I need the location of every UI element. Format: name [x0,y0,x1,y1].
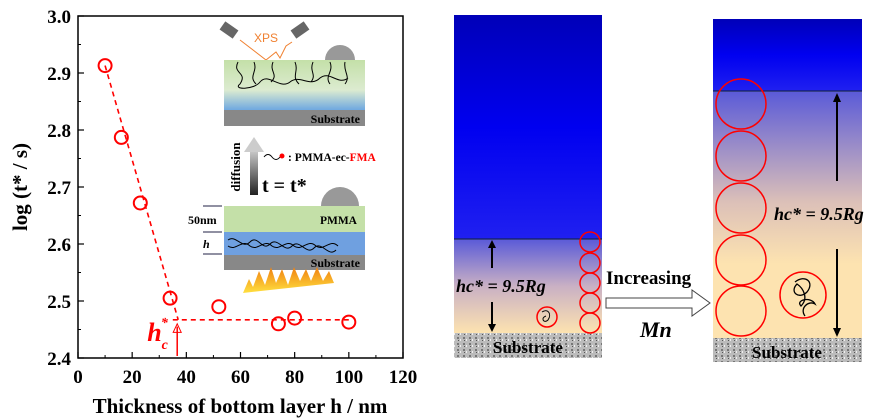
data-point [132,195,148,211]
diffusion-arrowhead [244,137,264,152]
substrate-label-right: Substrate [752,343,822,362]
substrate-label: Substrate [493,338,563,357]
bottom-substrate [224,255,365,270]
coil-icon-large [793,278,817,317]
chain-legend-icon [263,154,281,160]
x-axis-label: Thickness of bottom layer h / nm [93,394,388,418]
bottom-layer [224,232,365,255]
data-point [97,58,113,74]
flame-icon [243,267,334,293]
x-tick-label: 100 [335,367,364,388]
polymer-chains [236,61,349,89]
t-equals-label: t = t* [262,175,307,197]
thickness-50nm-label: 50nm [188,213,217,227]
data-point [162,290,178,306]
h-label: h [203,237,210,251]
pmma-label: PMMA [320,215,358,227]
substrate [713,338,862,362]
top-film [224,60,365,110]
legend-text: : PMMA-ec-FMA [288,152,377,164]
droplet-icon-2 [321,187,359,206]
data-point [270,316,286,332]
chart: 0 20 40 60 80 100 120 2.4 2.5 2.6 2.7 2.8 2.9 3.0 hc*… [8,7,417,418]
xps-beam [239,39,293,61]
data-point [211,299,227,315]
y-tick-label: 3.0 [47,7,71,28]
x-tick-label: 20 [123,367,142,388]
diffusion-label: diffusion [228,142,243,192]
y-tick-label: 2.7 [47,178,71,199]
hc-label-left: hc* = 9.5Rg [456,276,546,296]
droplet-icon [325,45,355,60]
inset-diagram: XPS Substrate diffusion : PMMA-ec-FMA t … [188,21,377,293]
data-point [341,314,357,330]
coil-icon [541,310,551,322]
y-tick-label: 2.9 [47,64,71,85]
hc-annotation: hc* [147,316,169,353]
increasing-label: Increasing [606,268,692,289]
x-tick-label: 40 [177,367,196,388]
fma-dot-icon [279,153,285,159]
y-tick-label: 2.6 [47,235,71,256]
schematic-right: Substrate hc* = 9.5Rg [713,19,864,362]
fit-line [104,65,179,321]
bottom-chains [227,238,339,253]
y-tick-label: 2.5 [47,292,71,313]
xps-source-icon [219,21,239,39]
pmma-layer [224,206,365,232]
y-tick-label: 2.8 [47,121,71,142]
xps-label: XPS [254,31,278,45]
substrate [454,333,602,358]
x-tick-label: 120 [389,367,418,388]
y-axis-label: log (t* / s) [8,143,32,231]
xps-detector-icon [290,21,310,39]
increasing-arrow [605,289,711,317]
x-tick-label: 0 [73,367,83,388]
small-chain-circles [536,231,601,334]
data-point [113,129,129,145]
mn-label: Mn [639,317,672,342]
hc-label-right: hc* = 9.5Rg [774,204,864,224]
top-substrate-label: Substrate [311,112,361,126]
diffusion-arrow [250,150,258,195]
large-chain-circles [715,78,827,337]
x-tick-label: 60 [231,367,250,388]
schematic-left: Substrate hc* = 9.5Rg [454,15,602,358]
y-tick-label: 2.4 [47,349,71,370]
data-point [287,310,303,326]
top-substrate [224,110,365,126]
bottom-substrate-label: Substrate [311,256,361,270]
x-tick-label: 80 [285,367,304,388]
